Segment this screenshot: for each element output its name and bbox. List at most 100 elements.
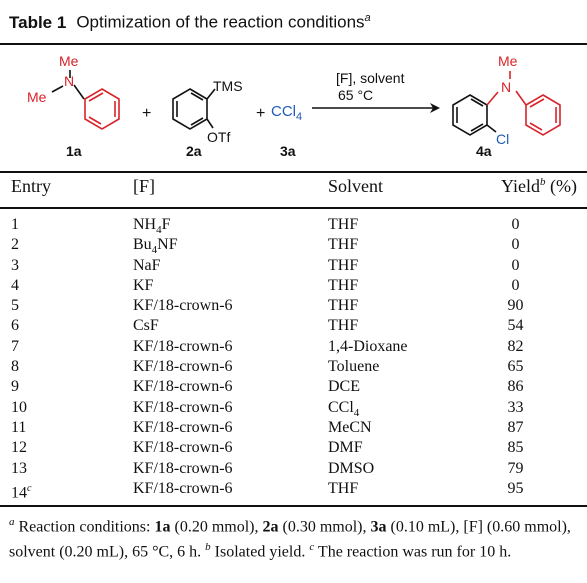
cell-yield: 86 (507, 378, 524, 396)
footnote-b-text: Isolated yield. (214, 543, 306, 561)
header-yield-unit: (%) (550, 176, 577, 196)
footnote-mark-c: c (309, 541, 315, 554)
n-bonds-1a (51, 70, 85, 100)
benzene-ring-1a (84, 88, 120, 130)
cell-yield: 95 (507, 479, 524, 497)
top-rule (0, 43, 587, 45)
cell-solvent: THF (328, 479, 359, 497)
cell-solvent: DCE (328, 378, 360, 396)
header-entry: Entry (11, 176, 51, 196)
cell-solvent: THF (328, 297, 359, 315)
compound-label-1a: 1a (66, 143, 82, 159)
cell-yield: 87 (507, 418, 524, 436)
cell-yield: 0 (511, 216, 520, 233)
cell-yield: 0 (511, 256, 520, 274)
chlorine-label: Cl (496, 131, 509, 147)
header-rule (0, 207, 587, 209)
header-yield: Yieldb (%) (501, 176, 577, 197)
benzene-ring-2a (172, 88, 216, 130)
cell-entry: 12 (11, 439, 27, 457)
table-row: 13 KF/18-crown-6 DMSO 79 (0, 459, 587, 479)
compound-ref-2a: 2a (262, 518, 279, 536)
cell-fluoride-source: KF/18-crown-6 (133, 418, 233, 436)
cell-solvent: DMF (328, 439, 363, 457)
table-row: 11 KF/18-crown-6 MeCN 87 (0, 418, 587, 438)
cell-solvent: CCl4 (328, 398, 360, 419)
conditions-line-1: [F], solvent (336, 70, 405, 86)
cell-fluoride-source: KF/18-crown-6 (133, 479, 233, 497)
cell-fluoride-source: NaF (133, 256, 161, 274)
compound-4a: Me N Cl 4a (452, 53, 561, 159)
cell-fluoride-source: KF/18-crown-6 (133, 358, 233, 376)
compound-label-2a: 2a (186, 143, 202, 159)
caption-footnote-mark: a (364, 12, 371, 24)
cell-entry: 8 (11, 358, 19, 376)
cell-fluoride-source: KF/18-crown-6 (133, 337, 233, 355)
table-title: Optimization of the reaction conditions (76, 12, 365, 32)
cell-yield: 33 (507, 398, 524, 416)
compound-label-3a: 3a (280, 143, 296, 159)
otf-label: OTf (207, 129, 230, 145)
compound-3a: CCl4 3a (271, 103, 302, 159)
footnote-a-text: (0.10 mL), [F] (0.60 mmol), solvent (0.2… (9, 518, 571, 561)
cell-yield: 54 (507, 317, 524, 335)
cell-yield: 79 (507, 459, 524, 477)
cell-fluoride-source: KF/18-crown-6 (133, 459, 233, 477)
header-solvent: Solvent (328, 176, 384, 196)
cell-entry: 9 (11, 378, 19, 396)
cell-yield: 85 (507, 439, 524, 457)
entry-footnote-mark: c (27, 482, 32, 494)
plus-sign: + (142, 105, 151, 122)
cell-fluoride-source: KF/18-crown-6 (133, 439, 233, 457)
header-fluoride: [F] (133, 176, 155, 196)
cell-entry: 13 (11, 459, 27, 477)
cell-fluoride-source: CsF (133, 317, 159, 335)
cell-solvent: THF (328, 256, 359, 274)
phenyl-ring-4a (525, 94, 561, 136)
table-caption: Table 1 Optimization of the reaction cond… (9, 12, 371, 33)
table-row: 9 KF/18-crown-6 DCE 86 (0, 377, 587, 397)
cell-entry: 1 (11, 216, 19, 233)
cell-entry: 6 (11, 317, 19, 335)
cell-solvent: THF (328, 216, 359, 233)
cell-solvent: MeCN (328, 418, 372, 436)
scheme-bottom-rule (0, 171, 587, 173)
methyl-label: Me (498, 53, 518, 69)
table-label: Table 1 (9, 12, 67, 32)
cell-solvent: THF (328, 236, 359, 254)
footnote-mark-b: b (205, 541, 211, 554)
footnote-mark-a: a (9, 516, 15, 528)
ccl4-formula: CCl4 (271, 103, 302, 123)
table-row: 6 CsF THF 54 (0, 316, 587, 336)
methyl-label: Me (59, 53, 79, 69)
reaction-arrow (312, 103, 440, 113)
cell-yield: 0 (511, 236, 520, 254)
cell-solvent: THF (328, 276, 359, 294)
header-yield-mark: b (540, 176, 546, 188)
plus-sign: + (256, 105, 265, 122)
compound-1a: Me N Me 1a (27, 53, 120, 159)
cell-yield: 82 (507, 337, 524, 355)
cell-entry: 11 (11, 418, 27, 436)
table-header: Entry [F] Solvent Yieldb (%) (0, 176, 587, 200)
cell-fluoride-source: KF (133, 276, 154, 294)
footnote-a-text: Reaction conditions: (18, 518, 155, 536)
n-aryl-bonds-4a (486, 71, 527, 106)
conditions-line-2: 65 °C (338, 87, 373, 103)
cell-entry: 2 (11, 236, 19, 254)
cell-fluoride-source: KF/18-crown-6 (133, 378, 233, 396)
cell-solvent: DMSO (328, 459, 375, 477)
cell-solvent: THF (328, 317, 359, 335)
cell-yield: 0 (511, 276, 520, 294)
cell-entry: 14c (11, 482, 32, 502)
compound-label-4a: 4a (476, 143, 492, 159)
cell-fluoride-source: KF/18-crown-6 (133, 297, 233, 315)
